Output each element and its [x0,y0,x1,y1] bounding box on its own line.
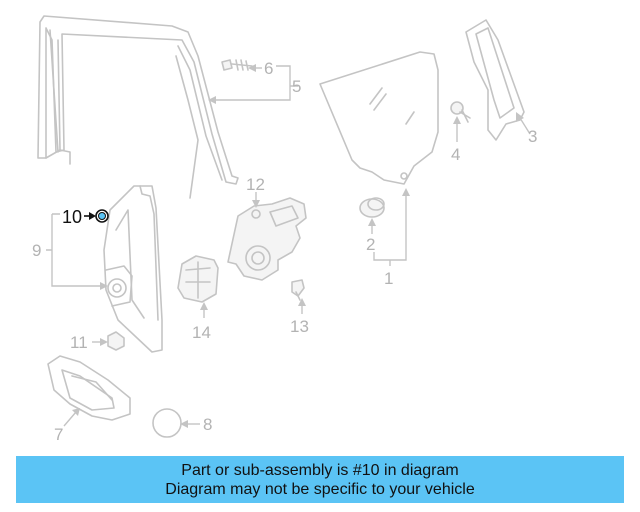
leader-lines [46,64,531,428]
screw-6 [221,59,253,71]
plug-8 [152,408,182,438]
bolt-4 [450,101,471,123]
banner-line-2: Diagram may not be specific to your vehi… [165,480,475,498]
info-banner: Part or sub-assembly is #10 in diagram D… [16,456,624,503]
callout-9: 9 [32,241,41,260]
callout-14: 14 [192,323,211,342]
callout-6: 6 [264,59,273,78]
nut-11 [107,331,125,351]
callout-10-leader [84,212,96,220]
regulator-clip-10 [95,209,109,223]
callout-4: 4 [451,145,460,164]
window-motor [227,197,307,281]
callout-3: 3 [528,127,537,146]
motor-bracket-14 [177,255,219,303]
callout-1: 1 [384,269,393,288]
callout-7: 7 [54,425,63,444]
callout-10: 10 [62,207,82,227]
glass-clip [359,197,385,218]
callout-11: 11 [70,333,88,352]
run-channel [37,15,239,199]
callout-12: 12 [246,175,265,194]
callout-8: 8 [203,415,212,434]
access-cover [47,355,131,421]
quarter-glass [465,19,525,141]
door-glass [319,51,439,185]
callout-5: 5 [292,77,301,96]
window-regulator [103,185,163,353]
banner-line-1: Part or sub-assembly is #10 in diagram [181,461,459,479]
screw-13 [291,279,305,301]
callout-13: 13 [290,317,309,336]
parts-diagram: 6 5 3 4 12 2 1 9 10 11 14 13 7 8 [32,15,537,444]
callout-2: 2 [366,235,375,254]
